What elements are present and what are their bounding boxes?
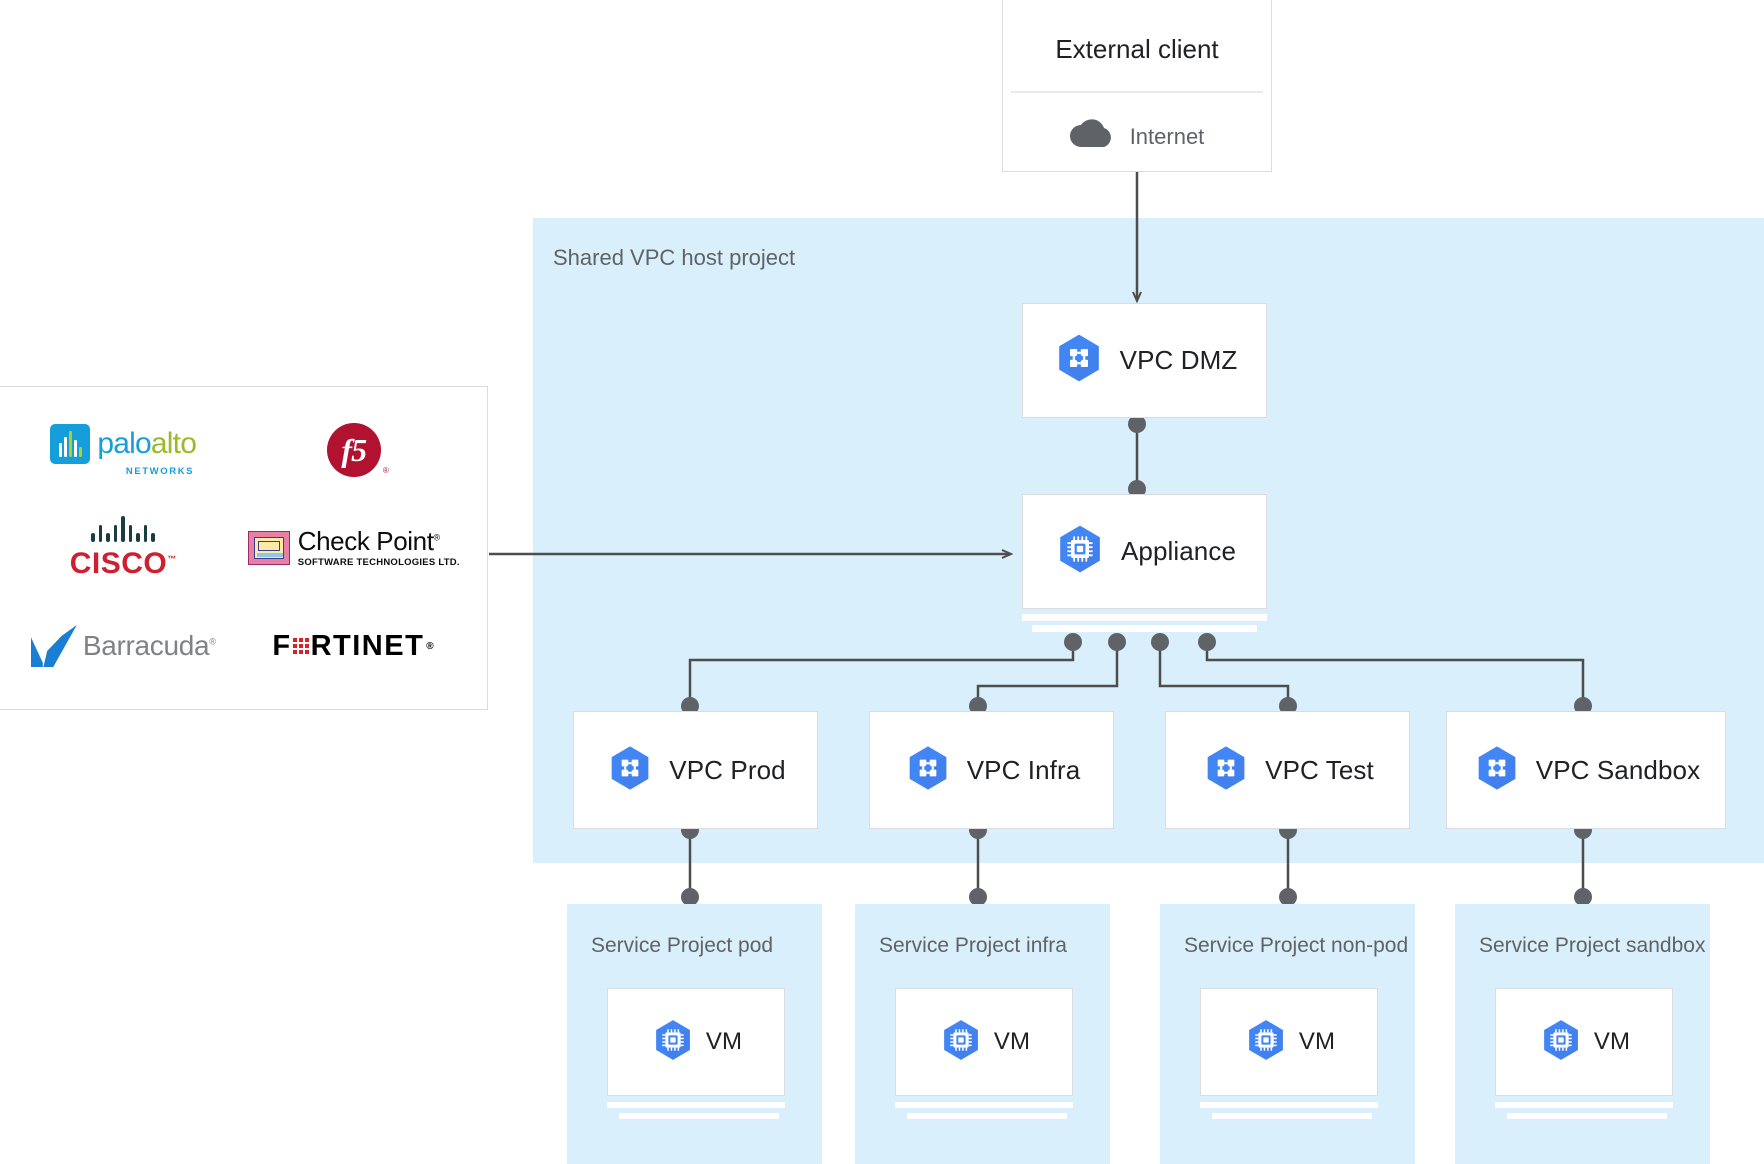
vpc-network-icon bbox=[605, 743, 655, 798]
f5-mark-icon: f5 bbox=[326, 423, 381, 477]
vpc-network-icon bbox=[1472, 743, 1522, 798]
vm-cpu-icon bbox=[1538, 1017, 1584, 1068]
fortinet-dot-grid-icon bbox=[292, 638, 309, 654]
node-label: VPC DMZ bbox=[1119, 345, 1238, 375]
vendor-wordmark-part-b: RTINET bbox=[310, 629, 425, 662]
vendor-wordmark-part-b: alto bbox=[150, 426, 197, 460]
registered-mark: ® bbox=[209, 636, 216, 647]
vendor-tagline: SOFTWARE TECHNOLOGIES LTD. bbox=[297, 557, 460, 568]
vendor-logo-f5: f5 ® bbox=[239, 401, 470, 499]
node-label: VPC Infra bbox=[966, 754, 1081, 785]
node-appliance[interactable]: Appliance bbox=[1022, 494, 1267, 609]
node-vm[interactable]: VM bbox=[1200, 988, 1378, 1096]
external-client-card[interactable]: External client Internet bbox=[1002, 0, 1272, 172]
vpc-network-icon bbox=[903, 743, 953, 798]
appliance-stack-lines bbox=[1022, 614, 1267, 632]
placeholder-lines bbox=[607, 1102, 785, 1119]
vendor-tagline: NETWORKS bbox=[125, 465, 195, 477]
vpc-network-icon bbox=[1052, 331, 1106, 390]
registered-mark: ® bbox=[433, 532, 441, 543]
node-vm[interactable]: VM bbox=[895, 988, 1073, 1096]
node-label: Appliance bbox=[1120, 536, 1237, 566]
vendor-wordmark: Check Point bbox=[297, 526, 434, 556]
barracuda-fin-icon bbox=[30, 625, 77, 667]
vendor-appliances-panel: paloalto NETWORKS f5 ® bbox=[0, 386, 488, 710]
placeholder-lines bbox=[1495, 1102, 1673, 1119]
service-project-infra[interactable]: Service Project infra bbox=[855, 904, 1110, 1164]
node-vpc-dmz[interactable]: VPC DMZ bbox=[1022, 303, 1267, 418]
node-vpc-prod[interactable]: VPC Prod bbox=[573, 711, 818, 829]
vendor-logo-check-point: Check Point® SOFTWARE TECHNOLOGIES LTD. bbox=[239, 499, 470, 597]
external-client-title: External client bbox=[1055, 34, 1219, 64]
vendor-logo-fortinet: F RTINET ® bbox=[239, 597, 470, 695]
node-vpc-test[interactable]: VPC Test bbox=[1165, 711, 1410, 829]
service-project-title: Service Project pod bbox=[591, 934, 774, 957]
node-vm[interactable]: VM bbox=[607, 988, 785, 1096]
registered-mark: ® bbox=[426, 640, 436, 652]
registered-mark: ® bbox=[382, 466, 389, 475]
vendor-logo-barracuda: Barracuda® bbox=[8, 597, 239, 695]
service-project-pod[interactable]: Service Project pod bbox=[567, 904, 822, 1164]
vpc-network-icon bbox=[1201, 743, 1251, 798]
node-label: VPC Sandbox bbox=[1535, 754, 1701, 785]
service-project-sandbox[interactable]: Service Project sandbox bbox=[1455, 904, 1710, 1164]
node-label: VPC Test bbox=[1265, 754, 1374, 785]
appliance-cpu-icon bbox=[1053, 522, 1107, 581]
vendor-wordmark-part-a: F bbox=[272, 629, 292, 662]
check-point-mark-icon bbox=[247, 531, 290, 565]
node-vpc-infra[interactable]: VPC Infra bbox=[869, 711, 1114, 829]
vm-cpu-icon bbox=[650, 1017, 696, 1068]
vendor-wordmark-part-a: palo bbox=[97, 426, 151, 460]
placeholder-lines bbox=[895, 1102, 1073, 1119]
service-project-title: Service Project non-pod bbox=[1184, 934, 1409, 957]
vm-label: VM bbox=[993, 1028, 1031, 1055]
cisco-bridge-icon bbox=[91, 515, 155, 542]
vm-cpu-icon bbox=[1243, 1017, 1289, 1068]
node-vpc-sandbox[interactable]: VPC Sandbox bbox=[1446, 711, 1726, 829]
vendor-wordmark: f5 bbox=[341, 431, 367, 468]
node-label: VPC Prod bbox=[669, 754, 786, 785]
vm-cpu-icon bbox=[938, 1017, 984, 1068]
vm-label: VM bbox=[705, 1028, 743, 1055]
vm-label: VM bbox=[1298, 1028, 1336, 1055]
service-project-title: Service Project infra bbox=[879, 934, 1067, 957]
palo-alto-mark-icon bbox=[50, 423, 91, 464]
shared-vpc-host-label: Shared VPC host project bbox=[553, 245, 796, 270]
internet-label: Internet bbox=[1129, 123, 1205, 149]
vendor-logo-palo-alto-networks: paloalto NETWORKS bbox=[8, 401, 239, 499]
internet-row: Internet bbox=[1069, 119, 1205, 154]
node-vm[interactable]: VM bbox=[1495, 988, 1673, 1096]
vendor-wordmark: Barracuda bbox=[82, 630, 210, 661]
divider bbox=[1011, 91, 1263, 93]
vendor-wordmark: CISCO bbox=[69, 546, 168, 580]
service-project-non-pod[interactable]: Service Project non-pod bbox=[1160, 904, 1415, 1164]
vm-label: VM bbox=[1593, 1028, 1631, 1055]
service-project-title: Service Project sandbox bbox=[1479, 934, 1706, 957]
placeholder-lines bbox=[1200, 1102, 1378, 1119]
vendor-logo-cisco: CISCO™ bbox=[8, 499, 239, 597]
trademark-mark: ™ bbox=[167, 553, 177, 564]
cloud-icon bbox=[1069, 119, 1114, 154]
